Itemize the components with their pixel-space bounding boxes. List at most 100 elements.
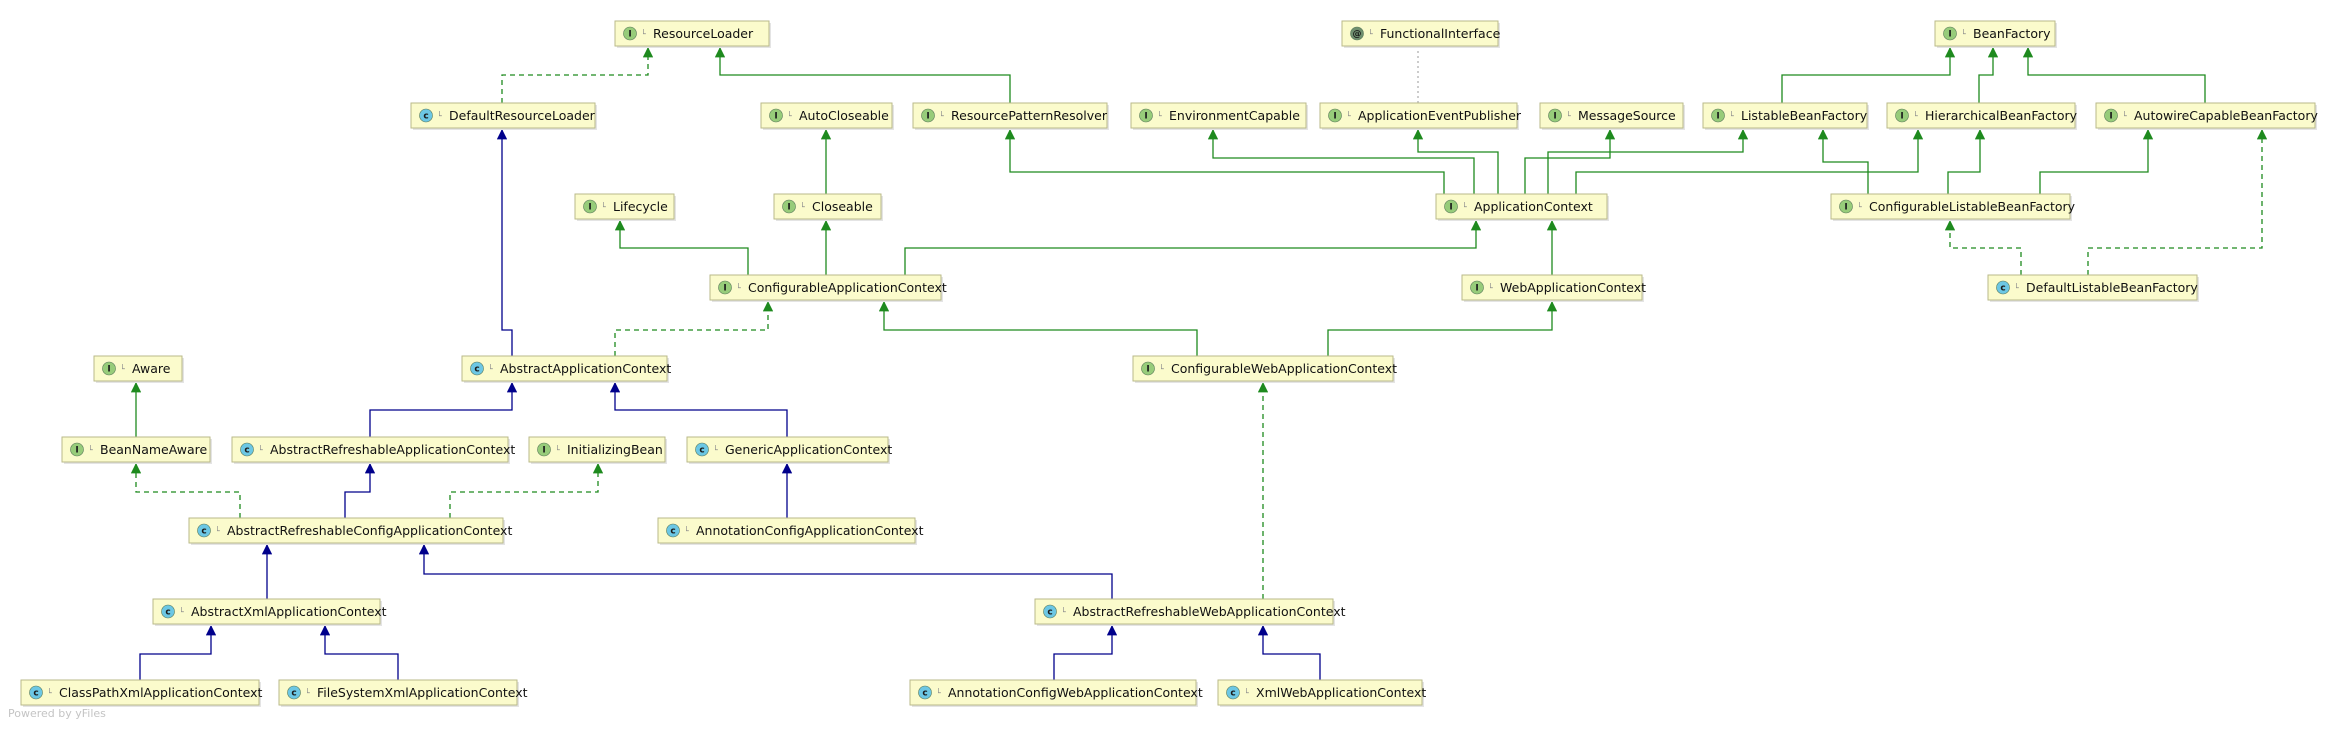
class-icon-glyph: c — [201, 527, 206, 537]
node-XmlWebApplicationContext[interactable]: c└XmlWebApplicationContext — [1217, 679, 1426, 707]
class-icon — [695, 442, 709, 457]
node-box — [152, 598, 381, 625]
visibility-icon: └ — [2014, 283, 2019, 293]
edge-ClassPathXmlApplicationContext-to-AbstractXmlApplicationContext — [139, 624, 217, 680]
visibility-icon: └ — [1346, 111, 1351, 121]
node-ResourcePatternResolver[interactable]: I└ResourcePatternResolver — [912, 102, 1109, 130]
edge-ConfigurableWebApplicationContext-to-ConfigurableApplicationContext — [878, 300, 1198, 356]
node-WebApplicationContext[interactable]: I└WebApplicationContext — [1461, 274, 1646, 302]
node-box — [1702, 102, 1868, 129]
node-label: ClassPathXmlApplicationContext — [59, 685, 262, 700]
node-DefaultResourceLoader[interactable]: c└DefaultResourceLoader — [410, 102, 597, 130]
class-icon-glyph: c — [33, 689, 38, 699]
node-label: HierarchicalBeanFactory — [1925, 108, 2078, 123]
visibility-icon: └ — [736, 283, 741, 293]
edge-HierarchicalBeanFactory-to-BeanFactory — [1978, 46, 1999, 103]
node-box — [1886, 102, 2076, 129]
class-icon — [240, 442, 254, 457]
node-InitializingBean[interactable]: I└InitializingBean — [528, 436, 667, 464]
interface-icon-glyph: I — [1475, 284, 1478, 294]
class-icon — [29, 685, 43, 700]
node-Lifecycle[interactable]: I└Lifecycle — [574, 193, 676, 221]
node-BeanFactory[interactable]: I└BeanFactory — [1934, 20, 2057, 48]
node-label: AbstractApplicationContext — [500, 361, 671, 376]
edge-ResourcePatternResolver-to-ResourceLoader — [714, 46, 1011, 103]
node-label: FileSystemXmlApplicationContext — [317, 685, 528, 700]
node-AutowireCapableBeanFactory[interactable]: I└AutowireCapableBeanFactory — [2095, 102, 2318, 130]
node-AbstractApplicationContext[interactable]: c└AbstractApplicationContext — [461, 355, 671, 383]
node-label: ConfigurableWebApplicationContext — [1171, 361, 1397, 376]
node-box — [574, 193, 675, 220]
visibility-icon: └ — [684, 526, 689, 536]
node-BeanNameAware[interactable]: I└BeanNameAware — [61, 436, 212, 464]
node-ListableBeanFactory[interactable]: I└ListableBeanFactory — [1702, 102, 1869, 130]
node-MessageSource[interactable]: I└MessageSource — [1539, 102, 1685, 130]
class-icon — [1226, 685, 1240, 700]
node-label: ConfigurableApplicationContext — [748, 280, 947, 295]
node-GenericApplicationContext[interactable]: c└GenericApplicationContext — [686, 436, 892, 464]
edge-DefaultResourceLoader-to-ResourceLoader — [501, 46, 654, 103]
node-FunctionalInterface[interactable]: @└FunctionalInterface — [1341, 20, 1501, 48]
node-ConfigurableApplicationContext[interactable]: I└ConfigurableApplicationContext — [709, 274, 947, 302]
edge-AbstractRefreshableWebApplicationContext-to-AbstractRefreshableConfigApplicationContext — [418, 543, 1113, 599]
class-icon-glyph: c — [1230, 689, 1235, 699]
node-box — [528, 436, 666, 463]
node-AbstractRefreshableApplicationContext[interactable]: c└AbstractRefreshableApplicationContext — [231, 436, 515, 464]
interface-icon-glyph: I — [1900, 112, 1903, 122]
class-icon-glyph: c — [2000, 284, 2005, 294]
class-icon-glyph: c — [922, 689, 927, 699]
visibility-icon: └ — [1244, 688, 1249, 698]
node-label: BeanFactory — [1973, 26, 2051, 41]
node-box — [461, 355, 668, 382]
node-label: AnnotationConfigApplicationContext — [696, 523, 924, 538]
node-label: GenericApplicationContext — [725, 442, 892, 457]
node-HierarchicalBeanFactory[interactable]: I └ HierarchicalBeanFactory — [1886, 102, 2078, 130]
node-ResourceLoader[interactable]: I└ResourceLoader — [614, 20, 771, 48]
interface-icon-glyph: I — [2109, 112, 2112, 122]
visibility-icon: └ — [1157, 111, 1162, 121]
interface-icon-glyph: I — [1333, 112, 1336, 122]
node-ConfigurableListableBeanFactory[interactable]: I└ConfigurableListableBeanFactory — [1830, 193, 2076, 221]
node-AnnotationConfigWebApplicationContext[interactable]: c└AnnotationConfigWebApplicationContext — [909, 679, 1203, 707]
visibility-icon: └ — [1913, 111, 1918, 121]
visibility-icon: └ — [488, 364, 493, 374]
node-Closeable[interactable]: I└Closeable — [773, 193, 883, 221]
node-box — [912, 102, 1108, 129]
visibility-icon: └ — [1061, 607, 1066, 617]
class-icon — [918, 685, 932, 700]
node-AbstractRefreshableConfigApplicationContext[interactable]: c└AbstractRefreshableConfigApplicationCo… — [188, 517, 512, 545]
interface-icon-glyph: I — [107, 365, 110, 375]
node-EnvironmentCapable[interactable]: I└EnvironmentCapable — [1130, 102, 1308, 130]
node-label: AbstractXmlApplicationContext — [191, 604, 387, 619]
node-AbstractXmlApplicationContext[interactable]: c└AbstractXmlApplicationContext — [152, 598, 387, 626]
visibility-icon: └ — [787, 111, 792, 121]
node-AnnotationConfigApplicationContext[interactable]: c└AnnotationConfigApplicationContext — [657, 517, 924, 545]
interface-icon — [1444, 199, 1458, 214]
node-AbstractRefreshableWebApplicationContext[interactable]: c└AbstractRefreshableWebApplicationConte… — [1034, 598, 1346, 626]
edge-AbstractApplicationContext-to-DefaultResourceLoader — [496, 128, 513, 356]
node-Aware[interactable]: I└Aware — [93, 355, 184, 383]
interface-icon-glyph: I — [926, 112, 929, 122]
node-box — [1130, 102, 1307, 129]
node-FileSystemXmlApplicationContext[interactable]: c└FileSystemXmlApplicationContext — [278, 679, 528, 707]
class-icon-glyph: c — [165, 608, 170, 618]
footer-credit: Powered by yFiles — [8, 707, 106, 720]
interface-icon — [1839, 199, 1853, 214]
node-ApplicationEventPublisher[interactable]: I└ApplicationEventPublisher — [1319, 102, 1522, 130]
interface-icon-glyph: I — [1716, 112, 1719, 122]
node-ClassPathXmlApplicationContext[interactable]: c└ClassPathXmlApplicationContext — [20, 679, 262, 707]
interface-icon — [1139, 108, 1153, 123]
edge-ApplicationContext-to-HierarchicalBeanFactory — [1575, 128, 1924, 194]
visibility-icon: └ — [939, 111, 944, 121]
node-DefaultListableBeanFactory[interactable]: c└DefaultListableBeanFactory — [1987, 274, 2199, 302]
node-AutoCloseable[interactable]: I└AutoCloseable — [760, 102, 894, 130]
node-ApplicationContext[interactable]: I└ApplicationContext — [1435, 193, 1609, 221]
node-ConfigurableWebApplicationContext[interactable]: I└ConfigurableWebApplicationContext — [1132, 355, 1397, 383]
visibility-icon: └ — [437, 111, 442, 121]
class-icon-glyph: c — [244, 446, 249, 456]
class-icon — [470, 361, 484, 376]
node-box — [760, 102, 893, 129]
node-label: BeanNameAware — [100, 442, 208, 457]
class-icon — [197, 523, 211, 538]
